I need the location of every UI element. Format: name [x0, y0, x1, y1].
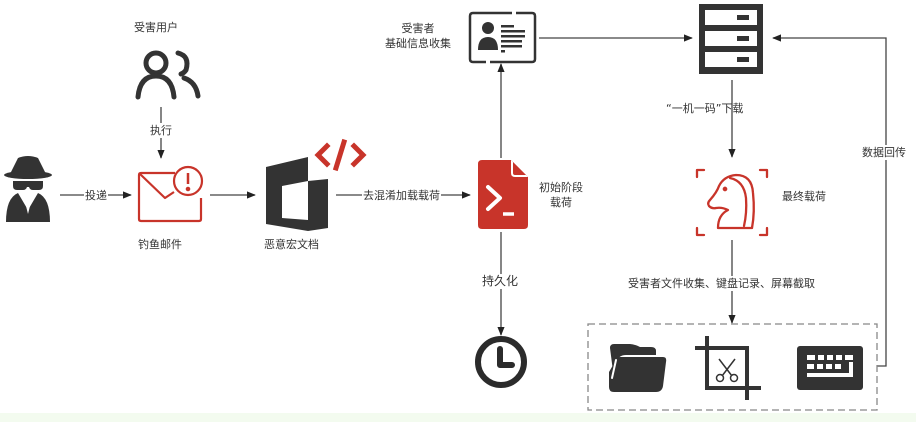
collection-group-box: [587, 323, 878, 411]
edge-execute-label: 执行: [149, 123, 173, 138]
edge-collect-label: 受害者文件收集、键盘记录、屏幕截取: [627, 276, 816, 291]
victim-user-label: 受害用户: [134, 21, 178, 34]
edge-data-return: [772, 34, 887, 367]
terminal-file-icon: [478, 160, 528, 229]
server-icon: [699, 4, 763, 74]
initial-payload-label: 初始阶段 载荷: [536, 180, 586, 210]
keyboard-icon: [797, 346, 863, 390]
users-icon: [135, 50, 201, 100]
macro-doc-label: 恶意宏文档: [264, 238, 319, 251]
victim-info-label-line2: 基础信息收集: [385, 37, 451, 50]
victim-info-label-line1: 受害者: [401, 22, 435, 35]
clock-icon: [475, 336, 527, 388]
id-card-icon: [468, 11, 537, 64]
edge-download-label: “一机一码”下载: [666, 102, 744, 115]
initial-payload-label-line1: 初始阶段: [539, 181, 583, 194]
screenshot-crop-icon: [695, 336, 761, 400]
footer-strip: [0, 413, 916, 422]
initial-payload-label-line2: 载荷: [550, 196, 572, 209]
victim-info-label: 受害者 基础信息收集: [376, 21, 460, 51]
edge-deobfuscate-label: 去混淆加载载荷: [362, 188, 441, 203]
edge-data-return-label: 数据回传: [861, 145, 907, 160]
spy-icon: [4, 156, 52, 222]
folder-icon: [609, 344, 667, 392]
edge-persistence-label: 持久化: [481, 274, 520, 289]
phishing-email-label: 钓鱼邮件: [138, 238, 182, 251]
mail-alert-icon: [137, 165, 204, 223]
office-code-icon: [266, 138, 367, 231]
final-payload-label: 最终载荷: [782, 190, 826, 203]
trojan-horse-icon: [695, 168, 769, 237]
edge-deliver-label: 投递: [84, 188, 108, 203]
